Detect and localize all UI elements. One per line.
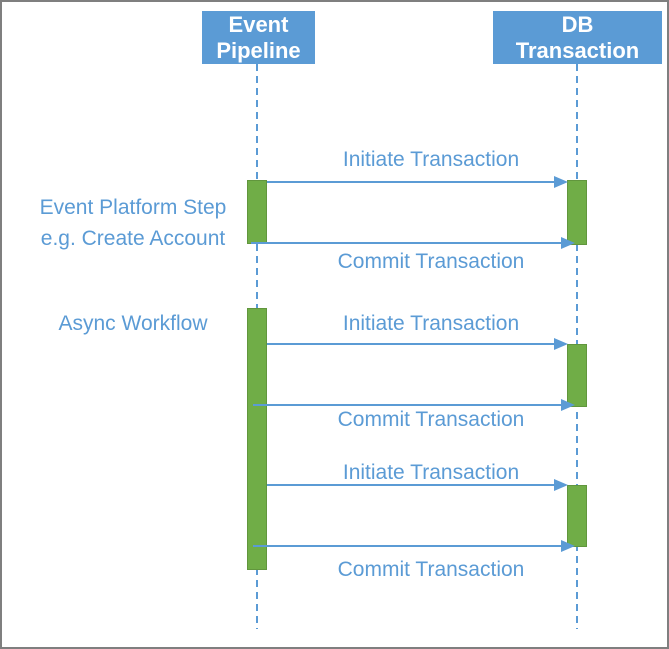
arrow-shaft	[267, 484, 554, 486]
actor-box-db-transaction: DB Transaction	[493, 11, 662, 64]
message-arrow-initiate-1	[267, 176, 568, 188]
annotation-line: Event Platform Step	[39, 196, 227, 219]
arrow-shaft	[253, 545, 561, 547]
actor-label-line: DB	[561, 11, 594, 37]
arrowhead-right-icon	[561, 540, 575, 552]
arrowhead-right-icon	[554, 176, 568, 188]
message-arrow-commit-2	[253, 399, 575, 411]
annotation-line: Async Workflow	[58, 312, 208, 335]
message-label-initiate-1: Initiate Transaction	[342, 148, 520, 171]
activation-bar-event-pipeline-async	[247, 308, 267, 570]
message-label-commit-1: Commit Transaction	[337, 250, 525, 273]
actor-box-event-pipeline: Event Pipeline	[202, 11, 315, 64]
annotation-event-platform-step: Event Platform Step e.g. Create Account	[18, 192, 248, 254]
actor-label-line: Transaction	[515, 37, 640, 63]
arrowhead-right-icon	[561, 399, 575, 411]
arrow-shaft	[267, 343, 554, 345]
message-arrow-initiate-3	[267, 479, 568, 491]
annotation-line: e.g. Create Account	[40, 227, 226, 250]
message-label-initiate-3: Initiate Transaction	[342, 461, 520, 484]
arrowhead-right-icon	[561, 237, 575, 249]
arrowhead-right-icon	[554, 479, 568, 491]
arrow-shaft	[253, 404, 561, 406]
activation-bar-db-transaction-2	[567, 344, 587, 407]
message-arrow-commit-1	[251, 237, 575, 249]
arrow-shaft	[251, 242, 561, 244]
message-label-commit-3: Commit Transaction	[337, 558, 525, 581]
actor-label-line: Pipeline	[216, 37, 301, 63]
activation-bar-event-pipeline-1	[247, 180, 267, 244]
annotation-async-workflow: Async Workflow	[18, 308, 248, 339]
message-arrow-initiate-2	[267, 338, 568, 350]
arrowhead-right-icon	[554, 338, 568, 350]
message-label-commit-2: Commit Transaction	[337, 408, 525, 431]
arrow-shaft	[267, 181, 554, 183]
activation-bar-db-transaction-1	[567, 180, 587, 245]
activation-bar-db-transaction-3	[567, 485, 587, 547]
message-arrow-commit-3	[253, 540, 575, 552]
actor-label-line: Event	[228, 11, 289, 37]
message-label-initiate-2: Initiate Transaction	[342, 312, 520, 335]
